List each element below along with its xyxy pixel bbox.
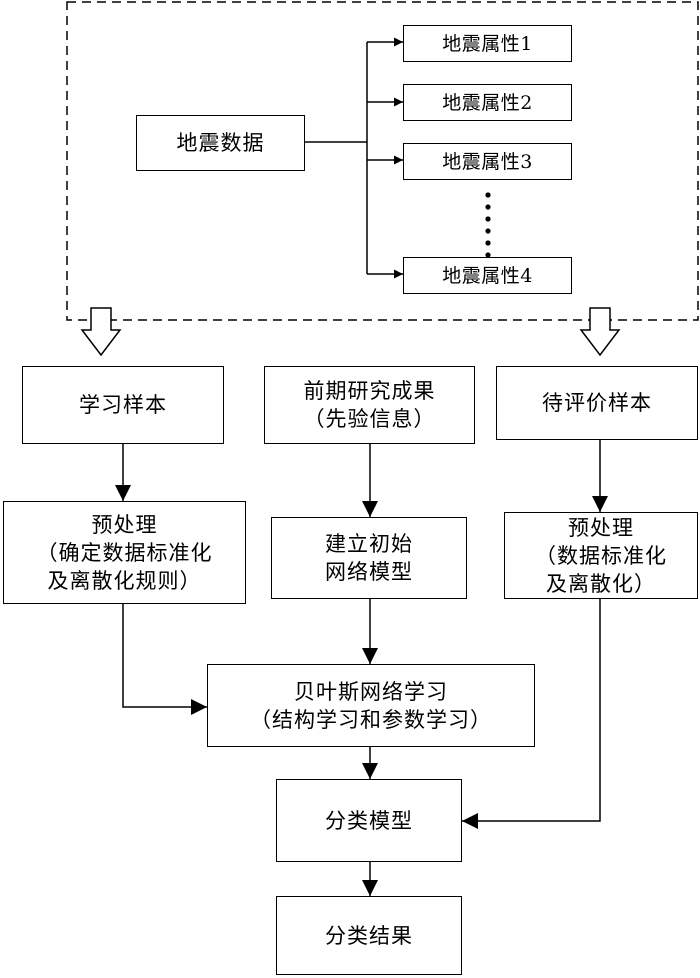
seismic-attribute-3-label: 地震属性3	[442, 150, 533, 173]
learning-samples-label: 学习样本	[79, 393, 167, 417]
preprocess-right-label: 预处理 （数据标准化 及离散化）	[535, 515, 667, 596]
hollow-arrow-right	[579, 307, 621, 357]
ellipsis-dots	[485, 192, 491, 258]
preprocess-left-box: 预处理 （确定数据标准化 及离散化规则）	[3, 501, 246, 604]
preprocess-left-label: 预处理 （确定数据标准化 及离散化规则）	[36, 512, 213, 593]
classification-result-box: 分类结果	[276, 896, 462, 975]
bayesian-network-learning-box: 贝叶斯网络学习 （结构学习和参数学习）	[207, 664, 535, 747]
prior-results-box: 前期研究成果 （先验信息）	[264, 366, 475, 444]
samples-to-evaluate-box: 待评价样本	[496, 366, 698, 440]
seismic-attribute-2-box: 地震属性2	[403, 84, 572, 121]
seismic-data-label: 地震数据	[176, 131, 265, 155]
attribute-fanout-connector	[305, 37, 403, 279]
build-initial-network-box: 建立初始 网络模型	[271, 517, 467, 599]
seismic-attribute-1-box: 地震属性1	[403, 25, 572, 62]
preprocess-right-box: 预处理 （数据标准化 及离散化）	[504, 512, 698, 599]
attribute-extraction-group	[66, 1, 699, 321]
bayesian-network-learning-label: 贝叶斯网络学习 （结构学习和参数学习）	[250, 679, 492, 732]
build-initial-network-label: 建立初始 网络模型	[325, 532, 413, 584]
prior-results-label: 前期研究成果 （先验信息）	[303, 379, 436, 431]
classification-model-box: 分类模型	[276, 779, 462, 862]
classification-result-label: 分类结果	[325, 923, 413, 948]
hollow-arrow-left	[80, 307, 122, 357]
learning-samples-box: 学习样本	[22, 366, 224, 444]
seismic-attribute-4-box: 地震属性4	[403, 257, 572, 294]
seismic-attribute-3-box: 地震属性3	[403, 143, 572, 180]
seismic-attribute-1-label: 地震属性1	[442, 32, 533, 55]
flow-arrows	[115, 440, 608, 896]
seismic-attribute-4-label: 地震属性4	[442, 264, 533, 287]
seismic-attribute-2-label: 地震属性2	[442, 91, 533, 114]
seismic-data-box: 地震数据	[136, 115, 305, 171]
samples-to-evaluate-label: 待评价样本	[542, 391, 652, 415]
classification-model-label: 分类模型	[325, 808, 413, 833]
